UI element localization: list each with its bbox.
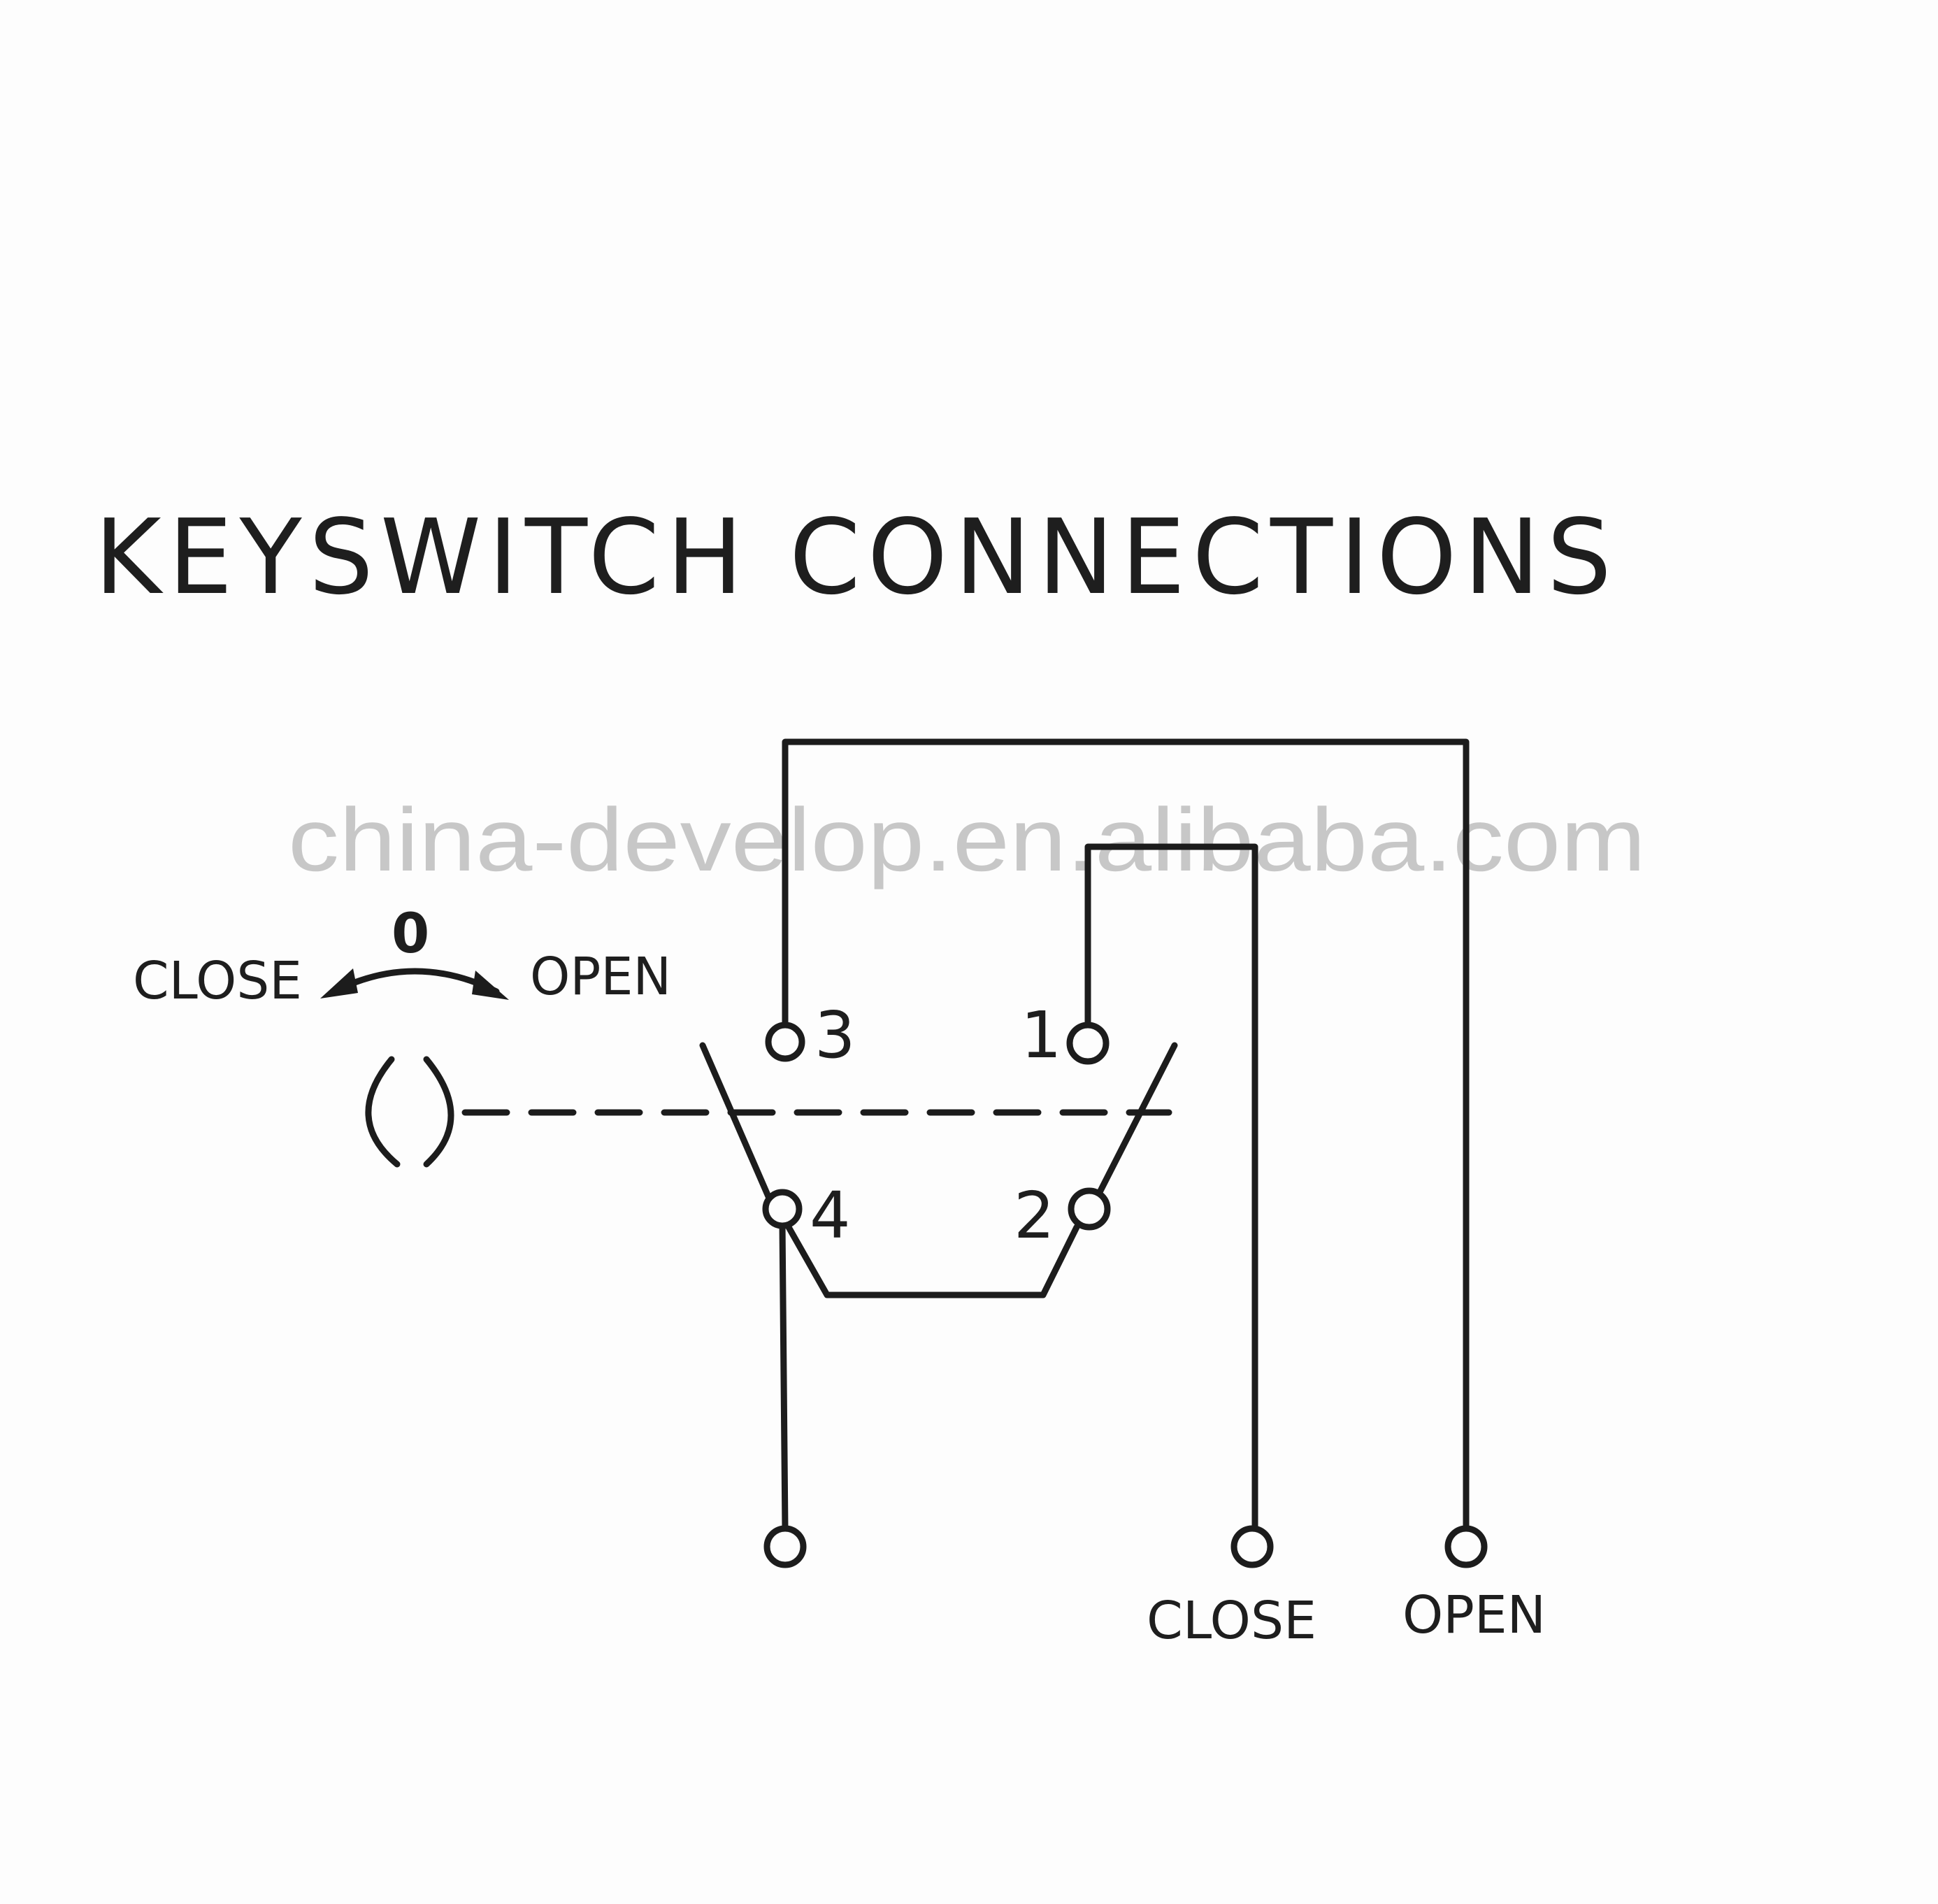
diagram-title: KEYSWITCH CONNECTIONS [94,497,1618,617]
wire-1-to-close [1084,843,1258,1533]
terminal-2 [1068,1187,1111,1231]
terminal-3-label: 3 [814,998,856,1073]
terminal-open [1444,1525,1488,1568]
terminal-1 [1066,1022,1110,1065]
arrow-head-left-icon [320,968,358,998]
output-close-label: CLOSE [1147,1591,1316,1651]
terminal-close [1230,1525,1274,1568]
terminal-3 [765,1022,805,1062]
terminal-2-label: 2 [1014,1178,1055,1253]
terminal-common [763,1525,807,1568]
wire-3-to-open [782,738,1470,1533]
switch-open-label: OPEN [530,947,671,1007]
key-symbol [365,1056,454,1168]
terminal-4 [762,1189,803,1229]
watermark: china-develop.en.alibaba.com [288,790,1646,890]
terminal-4-label: 4 [810,1178,851,1253]
arrow-head-right-icon [472,971,509,1000]
rotation-arrow [331,968,500,995]
output-open-label: OPEN [1402,1585,1546,1645]
switch-position-label: 0 [392,903,429,966]
contact-lever [699,1042,1178,1298]
wire-4-to-common [779,1221,789,1533]
terminal-1-label: 1 [1021,998,1062,1073]
switch-close-label: CLOSE [133,951,302,1011]
